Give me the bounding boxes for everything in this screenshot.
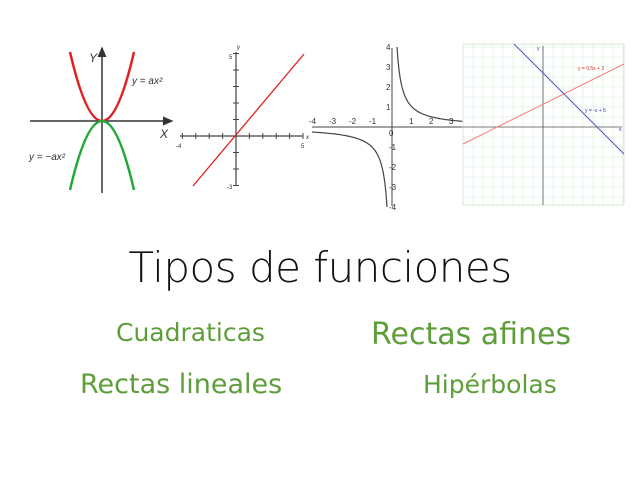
y-axis-label: Y [89, 51, 98, 65]
y-tick-label: -2 [389, 163, 397, 172]
y-tick-label: 4 [386, 43, 391, 52]
y-tick-label: 2 [386, 83, 391, 92]
y-max-label: 5 [229, 55, 233, 61]
slide-title: Tipos de funciones [128, 243, 512, 292]
blue-line-label: y = -x + 5 [585, 108, 606, 114]
item-cuadraticas: Cuadraticas [116, 318, 265, 347]
parabola-graph: Y X y = ax² y = −ax² [28, 46, 174, 193]
x-tick-label: 1 [409, 117, 414, 126]
y-tick-label: -4 [389, 203, 397, 212]
grid-background [462, 43, 625, 206]
x-tick-label: -4 [309, 117, 317, 126]
item-hiperbolas: Hipérbolas [423, 370, 557, 399]
y-tick-label: 3 [386, 63, 391, 72]
blue-line [513, 43, 625, 155]
y-tick-label: 1 [386, 103, 391, 112]
item-rectas-lineales: Rectas lineales [80, 369, 283, 400]
linear-line [192, 53, 305, 187]
hyperbola-graph: -4 -3 -2 -1 0 1 2 3 4 3 2 1 -1 -2 -3 -4 [309, 43, 464, 212]
x-axis-label: X [159, 127, 169, 141]
affine-graph: y = 0,5x + 2 y = -x + 5 y x [462, 43, 625, 206]
x-tick-label: 3 [449, 117, 454, 126]
lower-parabola [68, 120, 136, 191]
x-tick-label: -1 [369, 117, 377, 126]
hyperbola-branch-negative [311, 131, 388, 208]
x-tick-label: 0 [389, 129, 394, 138]
hyperbola-branch-positive [396, 46, 464, 122]
red-line-label: y = 0,5x + 2 [578, 66, 604, 72]
x-min-label: -4 [176, 144, 182, 150]
x-axis-label: x [305, 135, 310, 141]
x-axis-label: x [619, 127, 622, 133]
linear-graph: 5 y -4 5 x -3 [176, 45, 310, 191]
upper-label: y = ax² [131, 76, 163, 87]
x-tick-label: -3 [329, 117, 337, 126]
y-min-label: -3 [227, 185, 233, 191]
y-tick-label: -3 [389, 183, 397, 192]
lower-label: y = −ax² [28, 152, 66, 163]
x-max-label: 5 [301, 144, 305, 150]
y-axis-label: y [236, 45, 241, 51]
x-tick-label: -2 [349, 117, 357, 126]
y-tick-label: -1 [389, 143, 397, 152]
red-line [462, 63, 625, 145]
graphs: Y X y = ax² y = −ax² 5 y -4 5 x -3 -4-3-… [28, 43, 625, 212]
y-axis-label: y [537, 46, 540, 52]
item-rectas-afines: Rectas afines [371, 317, 572, 352]
x-tick-label: 2 [429, 117, 434, 126]
